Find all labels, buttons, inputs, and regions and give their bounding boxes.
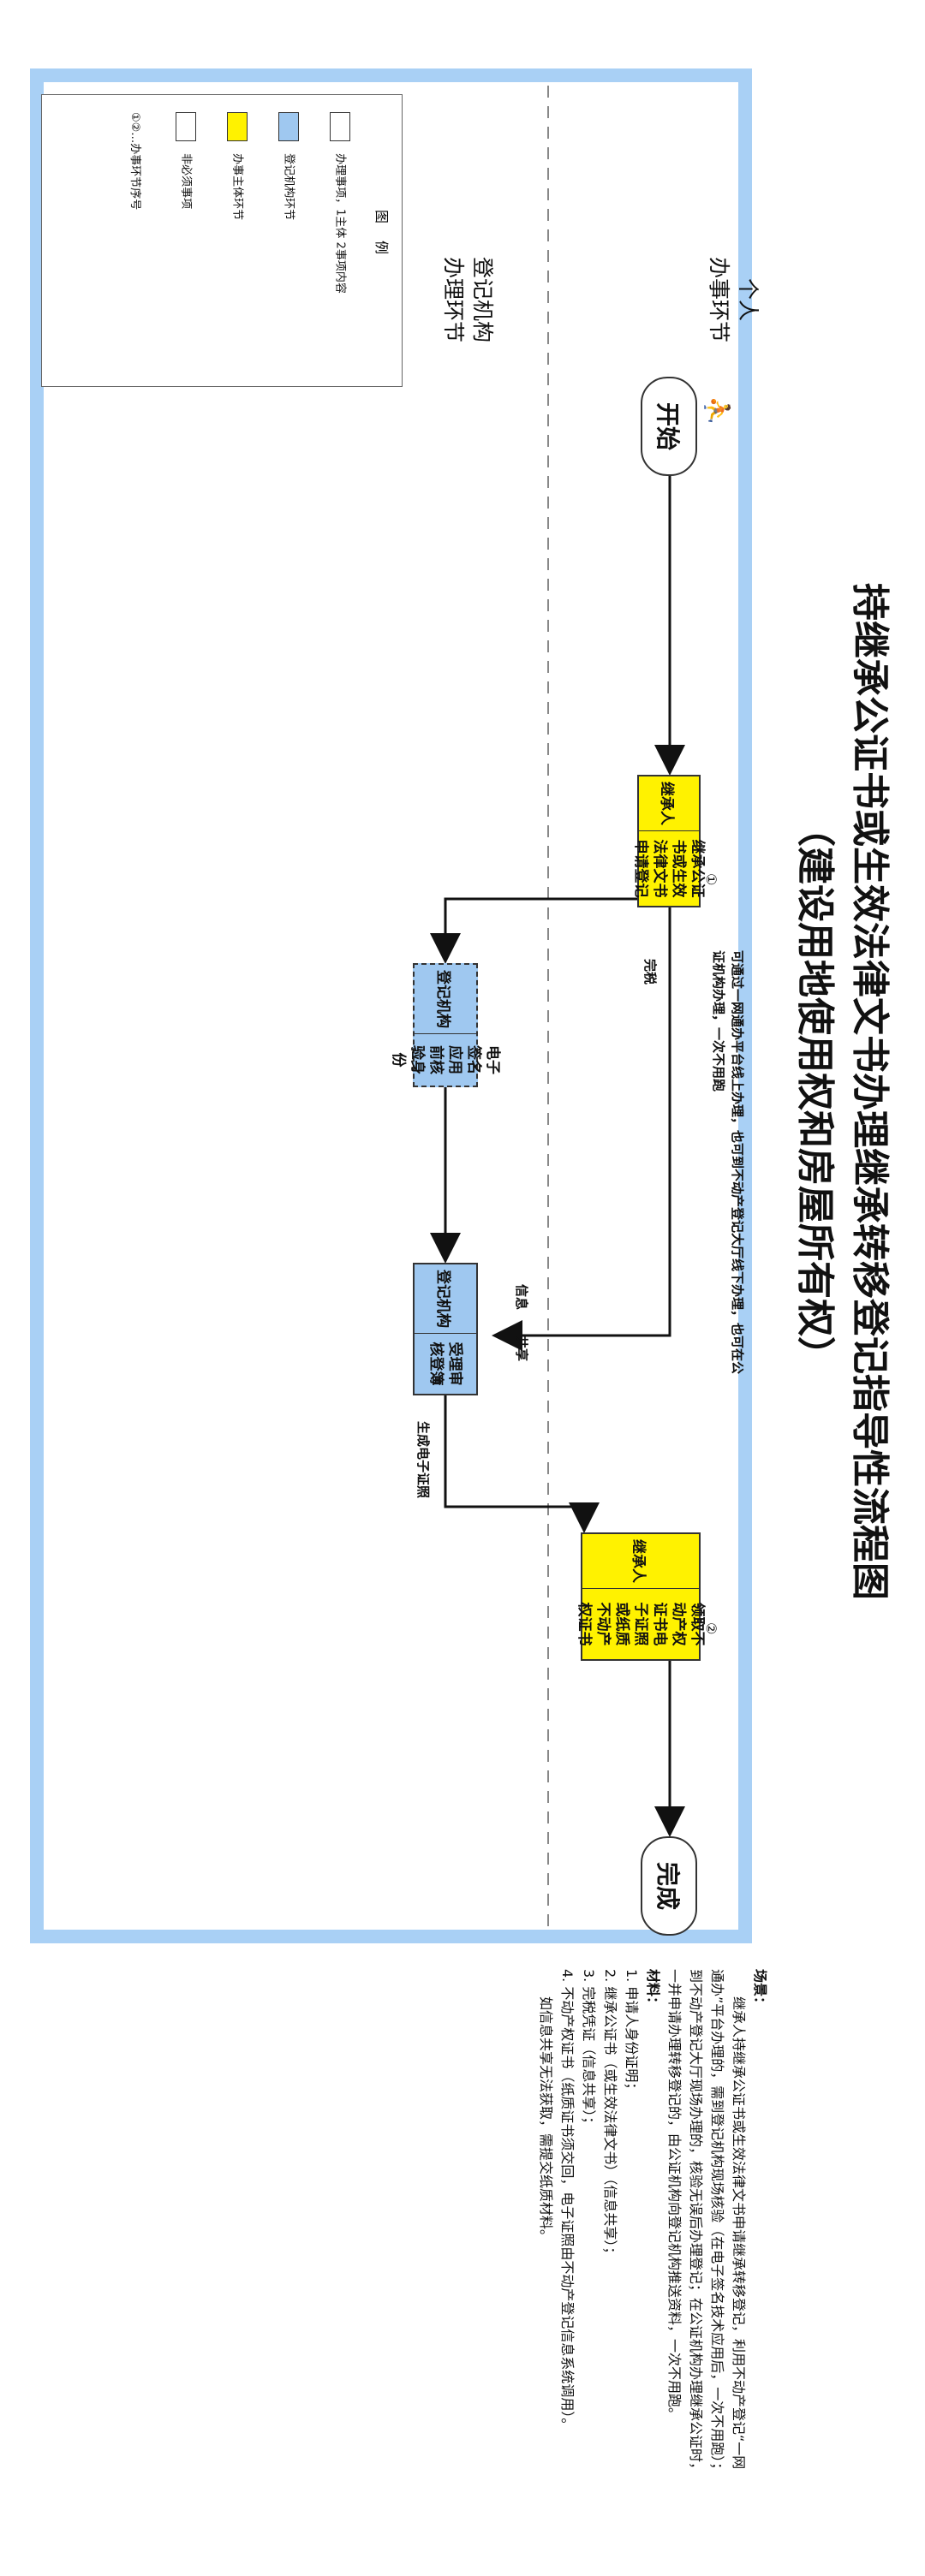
lane-personal-label: 个人 办事环节 xyxy=(704,214,762,385)
lane-personal-line2: 办事环节 xyxy=(707,256,731,342)
legend-item-label: 办事主体环节 xyxy=(230,153,244,221)
review-subject: 登记机构 xyxy=(415,1264,476,1334)
lane-personal-line1: 个人 xyxy=(736,277,761,321)
legend-optional-swatch xyxy=(176,112,196,141)
esign-subject: 登记机构 xyxy=(415,965,476,1034)
legend-item-label: ①②…办事环节序号 xyxy=(128,112,141,211)
step1-content: 继承公证书或生效法律文书申请登记 xyxy=(632,839,706,898)
share-label-2: 共享 xyxy=(514,1336,529,1362)
material-note: 如信息共享无法获取，需提交纸质材料。 xyxy=(538,1996,554,2244)
legend-item-label: 非必须事项 xyxy=(179,153,193,210)
step2-content: 领取不动产权证书电子证照或纸质不动产权证书 xyxy=(576,1602,706,1646)
end-terminal: 完成 xyxy=(641,1836,697,1936)
scene-panel: 场景： 继承人持继承公证书或生效法律文书申请继承转移登记，利用不动产登记“一网通… xyxy=(535,1969,771,2483)
legend-item-label: 办理事项，1主体 2事项内容 xyxy=(333,153,347,294)
step1-box: 继承人 继承公证书或生效法律文书申请登记 xyxy=(632,775,706,907)
material-item: 1. 申请人身份证明； xyxy=(624,1969,640,2097)
online-note: 可通过一网通办平台线上办理，也可到不动产登记大厅线下办理，也可在公证机构办理，一… xyxy=(711,950,745,1375)
legend-item-task: 办理事项，1主体 2事项内容 xyxy=(330,112,350,294)
tax-label: 完税 xyxy=(642,959,658,985)
legend-registry-swatch xyxy=(278,112,299,141)
legend: 图例 办理事项，1主体 2事项内容 登记机构环节 办事主体环节 非必须事项 ①②… xyxy=(41,94,403,387)
start-terminal: 开始 xyxy=(641,377,697,476)
person-icon: ⛹ xyxy=(703,396,731,425)
legend-item-label: 登记机构环节 xyxy=(282,153,295,221)
review-box: 登记机构 受理审核登簿 xyxy=(413,1263,478,1395)
arrow-step1-esign xyxy=(430,897,651,964)
legend-task-swatch xyxy=(330,112,350,141)
legend-item-applicant: 办事主体环节 xyxy=(227,112,248,220)
step2-subject: 继承人 xyxy=(582,1534,699,1589)
arrow-review-step2 xyxy=(444,1395,600,1533)
legend-item-optional: 非必须事项 xyxy=(176,112,196,209)
step1-subject: 继承人 xyxy=(639,776,699,831)
share-label-1: 信息 xyxy=(514,1284,529,1311)
scene-text: 继承人持继承公证书或生效法律文书申请继承转移登记，利用不动产登记“一网通办”平台… xyxy=(666,1969,747,2477)
legend-applicant-swatch xyxy=(227,112,248,141)
scene-heading: 场景： xyxy=(752,1969,768,2011)
arrow-step1-review xyxy=(492,907,671,1351)
review-content: 受理审核登簿 xyxy=(427,1342,463,1386)
legend-item-seq: ①②…办事环节序号 xyxy=(128,112,145,210)
step2-box: 继承人 领取不动产权证书电子证照或纸质不动产权证书 xyxy=(576,1532,706,1661)
lane-registry-line2: 办理环节 xyxy=(441,256,466,342)
material-item: 2. 继承公证书（或生效法律文书）（信息共享）； xyxy=(602,1969,618,2261)
ecert-label: 生成电子证照 xyxy=(415,1421,431,1499)
material-item: 4. 不动产权证书（纸质证书须交回，电子证照由不动产登记信息系统调用）。 xyxy=(559,1969,576,2432)
legend-title: 图例 xyxy=(373,209,390,271)
materials-heading: 材料： xyxy=(645,1969,661,2011)
legend-item-registry: 登记机构环节 xyxy=(278,112,299,220)
esign-content: 电子签名应用前核验身份 xyxy=(390,1045,501,1074)
esign-box: 登记机构 电子签名应用前核验身份 xyxy=(390,963,501,1087)
material-item: 3. 完税凭证（信息共享）； xyxy=(581,1969,597,2131)
lane-registry-line1: 登记机构 xyxy=(470,256,495,342)
lane-registry-label: 登记机构 办理环节 xyxy=(439,214,497,385)
